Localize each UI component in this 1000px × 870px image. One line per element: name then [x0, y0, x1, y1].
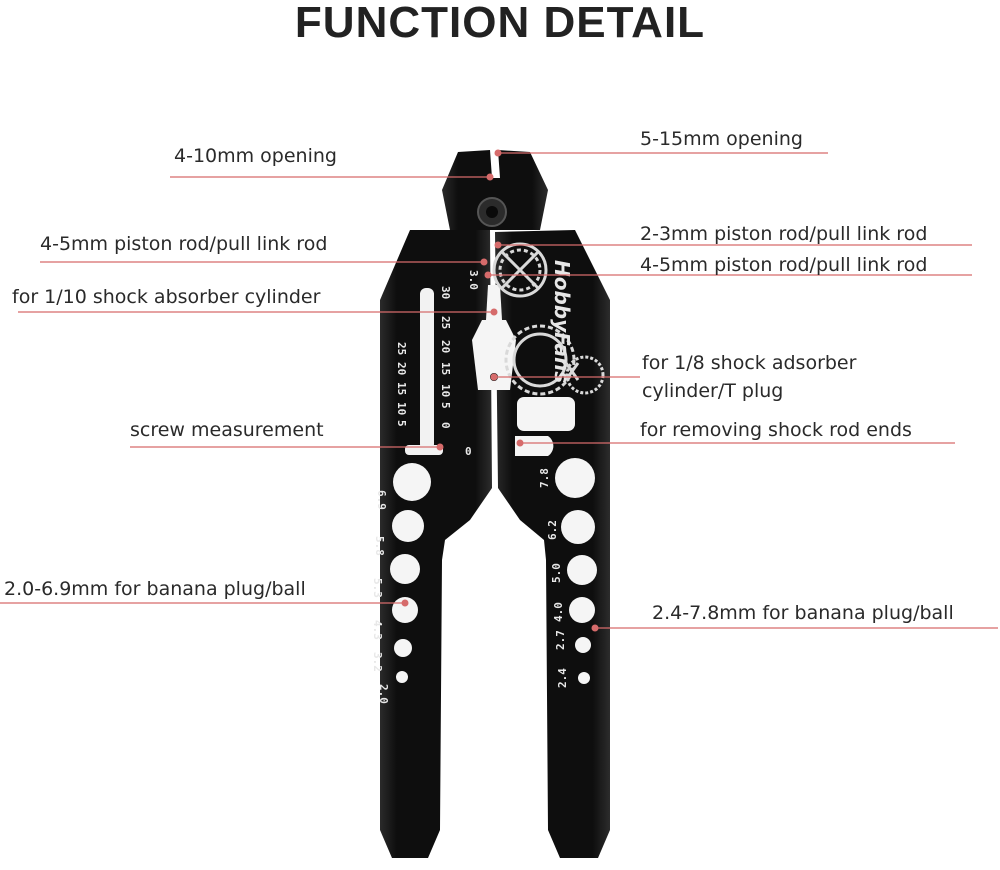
ruler-b-tick-6: 0 — [439, 422, 452, 429]
right-hole-size-2: 5.0 — [550, 563, 563, 583]
callout-screw-measurement: screw measurement — [130, 419, 324, 441]
ruler-b-tick-1: 25 — [439, 316, 452, 329]
ruler-b-tick-3: 15 — [439, 362, 452, 375]
rod-end-slot — [517, 397, 575, 431]
callout-1-8-shock-line1: for 1/8 shock adsorber — [642, 352, 857, 374]
rod-end-keyhole — [515, 436, 554, 456]
ruler-b-tick-5: 5 — [439, 402, 452, 409]
ruler-b-tick-2: 20 — [439, 340, 452, 353]
left-hole-size-3: 4.3 — [371, 620, 384, 640]
left-hole-labels: 6.9 5.8 5.3 4.3 3.2 2.0 — [371, 490, 390, 704]
ruler-b-tick-0: 30 — [439, 286, 452, 299]
page-title: FUNCTION DETAIL — [294, 0, 706, 47]
right-hole-size-5: 2.4 — [556, 668, 569, 688]
right-handle — [495, 230, 610, 858]
right-hole-labels: 7.8 6.2 5.0 4.0 2.7 2.4 — [538, 468, 569, 688]
left-hole-size-5: 2.0 — [377, 684, 390, 704]
brand-logo: HobbyFans — [550, 260, 574, 383]
right-holes — [555, 458, 597, 684]
left-handle — [380, 230, 492, 858]
callout-removing-rod-ends: for removing shock rod ends — [640, 419, 912, 441]
ruler-b-tick-4: 10 — [439, 384, 452, 397]
ruler-scale-a: 25 20 15 10 5 — [395, 342, 408, 427]
gear-emblem — [492, 242, 605, 396]
ruler-zero: 0 — [465, 445, 472, 458]
jaw-top — [442, 150, 548, 230]
right-hole-size-4: 2.7 — [554, 630, 567, 650]
callout-5-15mm-opening: 5-15mm opening — [640, 128, 803, 150]
ruler-a-tick-4: 5 — [395, 420, 408, 427]
right-hole-size-0: 7.8 — [538, 468, 551, 488]
callout-2-3mm-rod: 2-3mm piston rod/pull link rod — [640, 223, 928, 245]
left-hole-size-0: 6.9 — [375, 490, 388, 510]
ruler-a-tick-2: 15 — [395, 382, 408, 395]
ruler-slot — [420, 288, 434, 450]
left-hole-size-2: 5.3 — [371, 578, 384, 598]
callout-banana-left: 2.0-6.9mm for banana plug/ball — [4, 578, 306, 600]
right-hole-size-1: 6.2 — [546, 520, 559, 540]
callout-4-5mm-rod-right: 4-5mm piston rod/pull link rod — [640, 254, 928, 276]
ruler-a-tick-3: 10 — [395, 402, 408, 415]
callout-4-10mm-opening: 4-10mm opening — [174, 145, 337, 167]
callout-banana-right: 2.4-7.8mm for banana plug/ball — [652, 602, 954, 624]
size-mark-small: 3.0 — [467, 270, 480, 290]
callout-1-8-shock-line2: cylinder/T plug — [642, 380, 784, 402]
callout-1-10-shock-cylinder: for 1/10 shock absorber cylinder — [12, 286, 321, 308]
ruler-a-tick-0: 25 — [395, 342, 408, 355]
ruler-a-tick-1: 20 — [395, 362, 408, 375]
ruler-scale-b: 30 25 20 15 10 5 0 — [439, 286, 452, 429]
right-hole-size-3: 4.0 — [552, 602, 565, 622]
left-hole-size-1: 5.8 — [373, 536, 386, 556]
left-hole-size-4: 3.2 — [371, 652, 384, 672]
callout-4-5mm-rod-left: 4-5mm piston rod/pull link rod — [40, 233, 328, 255]
cylinder-cutout — [486, 285, 502, 330]
